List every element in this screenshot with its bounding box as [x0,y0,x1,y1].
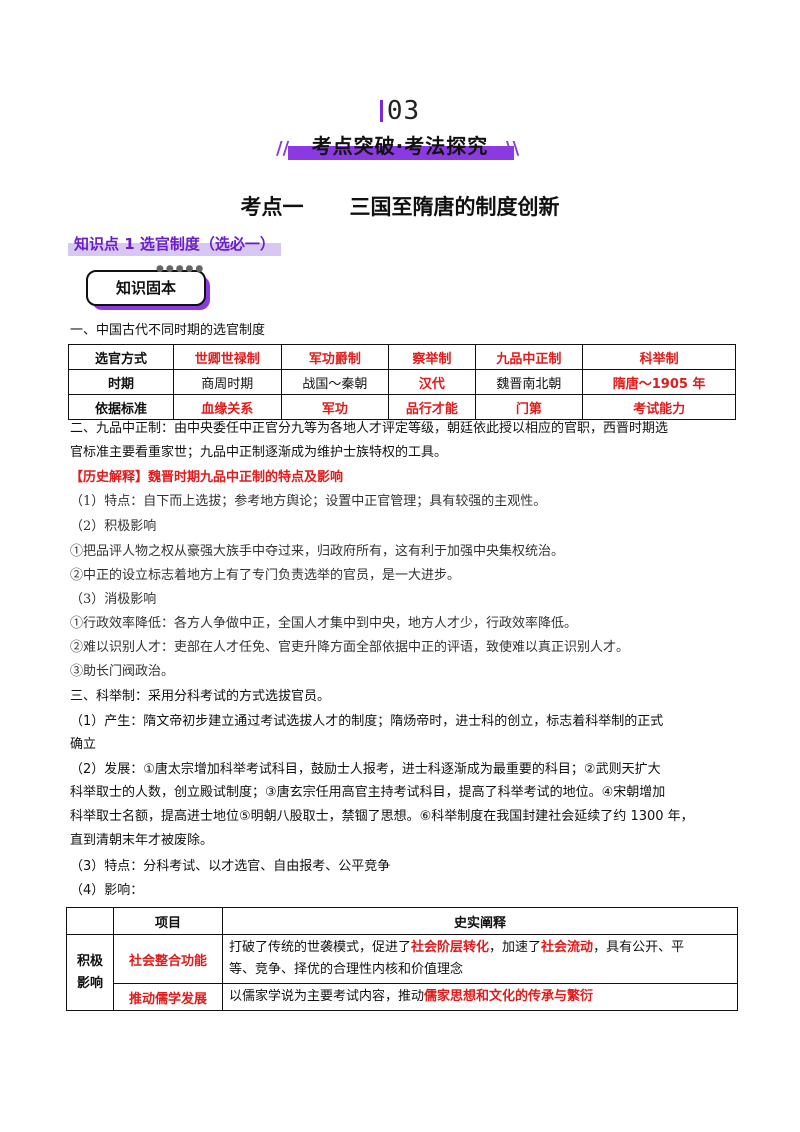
banner-underline [288,146,514,160]
table-cell: 门第 [474,394,584,420]
desc-text: 等、竞争、择优的合理性内核和价值理念 [229,962,464,977]
table-cell: 汉代 [388,369,476,395]
paragraph: 科举取士的人数，创立殿试制度；③唐玄宗任用高官主持考试科目，提高了科举考试的地位… [70,785,666,800]
table-cell: 商周时期 [173,369,282,395]
table-row: 依据标准 血缘关系 军功 品行才能 门第 考试能力 [68,394,736,420]
table-cell: 隋唐～1905 年 [582,369,736,395]
paragraph: （3）消极影响 [70,592,157,607]
table-row: 时期 商周时期 战国～秦朝 汉代 魏晋南北朝 隋唐～1905 年 [68,369,736,395]
table-cell: 军功 [280,394,390,420]
cursor-mark-icon [379,100,383,122]
paragraph: ③助长门阀政治。 [70,664,175,679]
desc-text: ，加速了 [489,940,542,955]
table-cell: 战国～秦朝 [280,369,390,395]
slash-left-icon: // [276,138,290,159]
section-number-text: 03 [386,96,421,126]
table-cell: 军功爵制 [280,344,390,370]
banner-title: 考点突破·考法探究 [311,134,489,158]
desc-text: ，具有公开、平 [593,940,685,955]
category-cell: 积极影响 [66,934,114,1011]
main-title: 考点一 三国至隋唐的制度创新 [0,191,800,221]
badge-label: 知识固本 [86,270,206,306]
desc-highlight: 儒家思想和文化的传承与繁衍 [424,989,594,1004]
paragraph: 科举取士名额，提高进士地位⑤明朝八股取士，禁锢了思想。⑥科举制度在我国封建社会延… [70,809,694,824]
badge-dots-icon: ●●●●● [156,264,206,274]
paragraph: 直到清朝末年才被废除。 [70,833,214,848]
part2-line1: 二、九品中正制：由中央委任中正官分九等为各地人才评定等级，朝廷依此授以相应的官职… [70,421,669,436]
desc-highlight: 社会流动 [541,940,594,955]
desc-cell: 以儒家学说为主要考试内容，推动儒家思想和文化的传承与繁衍 [222,983,738,1011]
section-banner: // 考点突破·考法探究 \\ [270,130,530,164]
table-row: 积极影响 社会整合功能 打破了传统的世袭模式，促进了社会阶层转化，加速了社会流动… [66,934,738,1011]
paragraph: （1）特点：自下而上选拔；参考地方舆论；设置中正官管理；具有较强的主观性。 [70,494,547,509]
paragraph: （2）发展：①唐太宗增加科举考试科目，鼓励士人报考，进士科逐渐成为最重要的科目；… [70,762,661,777]
item-cell: 社会整合功能 [113,934,223,984]
paragraph: 确立 [70,737,97,752]
desc-cell: 打破了传统的世袭模式，促进了社会阶层转化，加速了社会流动，具有公开、平等、竞争、… [222,934,738,984]
table-cell [66,907,114,935]
part2-line2: 官标准主要看重家世；九品中正制逐渐成为维护士族特权的工具。 [70,445,448,460]
table-cell: 魏晋南北朝 [474,369,584,395]
table-header-item: 项目 [113,907,223,935]
desc-text: 以儒家学说为主要考试内容，推动 [229,989,425,1004]
table-row: 推动儒学发展 以儒家学说为主要考试内容，推动儒家思想和文化的传承与繁衍 [67,983,738,1011]
knowledge-point-heading: 知识点 1 选官制度（选必一） [68,232,281,256]
table-header-row: 项目 史实阐释 [66,907,738,935]
selection-system-table: 选官方式 世卿世禄制 军功爵制 察举制 九品中正制 科举制 时期 商周时期 战国… [68,344,736,420]
paragraph: （4）影响： [70,883,144,898]
table-cell: 科举制 [582,344,736,370]
desc-highlight: 社会阶层转化 [411,940,490,955]
knowledge-badge: 知识固本 ●●●●● [86,264,214,312]
item-cell: 推动儒学发展 [113,983,223,1011]
part3-heading: 三、科举制：采用分科考试的方式选拔官员。 [70,689,331,704]
desc-text: 打破了传统的世袭模式，促进了 [229,940,412,955]
paragraph: ②难以识别人才：吏部在人才任免、官吏升降方面全部依据中正的评语，致使难以真正识别… [70,640,630,655]
paragraph: （1）产生：隋文帝初步建立通过考试选拔人才的制度；隋炀帝时，进士科的创立，标志着… [70,714,664,729]
table-cell: 考试能力 [582,394,736,420]
table-cell: 世卿世禄制 [173,344,282,370]
history-note-title: 【历史解释】魏晋时期九品中正制的特点及影响 [70,470,344,485]
table-row: 选官方式 世卿世禄制 军功爵制 察举制 九品中正制 科举制 [68,344,736,370]
paragraph: ①行政效率降低：各方人争做中正，全国人才集中到中央，地方人才少，行政效率降低。 [70,616,578,631]
main-title-label: 考点一 [240,195,304,219]
table-cell: 时期 [68,369,174,395]
table-cell: 血缘关系 [173,394,282,420]
main-title-text: 三国至隋唐的制度创新 [349,195,560,219]
paragraph: ②中正的设立标志着地方上有了专门负责选举的官员，是一大进步。 [70,568,461,583]
paragraph: ①把品评人物之权从豪强大族手中夺过来，归政府所有，这有利于加强中央集权统治。 [70,544,565,559]
paragraph: （3）特点：分科考试、以才选官、自由报考、公平竞争 [70,859,391,874]
table-cell: 依据标准 [68,394,174,420]
section-number: 03 [0,96,800,126]
impact-table: 项目 史实阐释 积极影响 社会整合功能 打破了传统的世袭模式，促进了社会阶层转化… [66,907,738,1011]
table-cell: 察举制 [388,344,476,370]
slash-right-icon: \\ [506,138,520,159]
table-cell: 选官方式 [68,344,174,370]
table-cell: 品行才能 [388,394,476,420]
table-header-desc: 史实阐释 [222,907,738,935]
paragraph: （2）积极影响 [70,519,157,534]
part1-heading: 一、中国古代不同时期的选官制度 [70,323,266,338]
table-cell: 九品中正制 [474,344,584,370]
